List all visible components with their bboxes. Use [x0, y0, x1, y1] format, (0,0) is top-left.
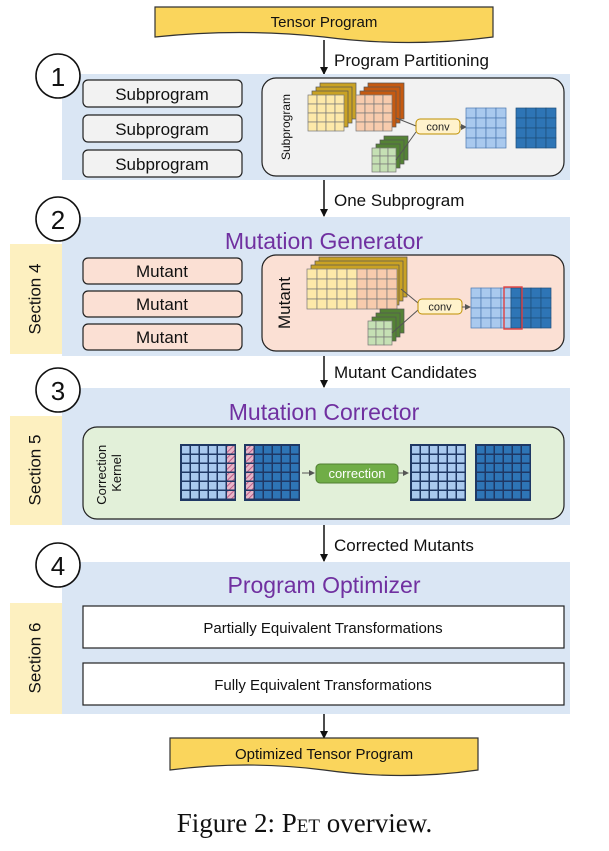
section-4-label: Section 4 [25, 264, 44, 335]
mutant-box [82, 290, 243, 318]
partially-equivalent-box [82, 605, 565, 649]
arrow-label-one-subprogram: One Subprogram [334, 191, 464, 210]
corrector-input-dark [244, 444, 300, 501]
stage-1-program-partitioning: 1 Subprogram Subprogram Subprogram Subpr… [35, 53, 570, 180]
arrow-label-program-partitioning: Program Partitioning [334, 51, 489, 70]
partially-equivalent-label: Partially Equivalent Transformations [203, 620, 442, 637]
fully-equivalent-label: Fully Equivalent Transformations [214, 677, 432, 694]
stage-4-program-optimizer: Section 6 4 Program Optimizer Partially … [10, 542, 570, 714]
figure-caption: Figure 2: Pet overview. [176, 808, 433, 838]
mutant-list: Mutant Mutant Mutant [82, 257, 243, 351]
stage-4-number: 4 [51, 551, 65, 581]
arrow-program-partitioning: Program Partitioning [320, 40, 489, 75]
subprogram-box [82, 79, 243, 108]
arrow-label-corrected-mutants: Corrected Mutants [334, 536, 474, 555]
green-bias-tensor [371, 135, 409, 173]
subprogram-label: Subprogram [115, 85, 209, 104]
pet-overview-diagram: Tensor Program Program Partitioning 1 Su… [10, 6, 570, 777]
mutant-box [82, 257, 243, 285]
arrow-label-mutant-candidates: Mutant Candidates [334, 363, 477, 382]
arrow-one-subprogram: One Subprogram [320, 180, 464, 217]
stage-2-number: 2 [51, 205, 65, 235]
corrected-output-light [410, 444, 466, 501]
output-program-node: Optimized Tensor Program [169, 737, 479, 777]
mutant-bias-tensor-front [367, 320, 393, 346]
correction-kernel-label: Correction Kernel [94, 441, 124, 505]
corrector-input-light [180, 444, 236, 501]
subprogram-panel-label: Subprogram [279, 94, 293, 160]
subprogram-graph: conv [307, 82, 557, 173]
correction-graph: correction [180, 444, 531, 501]
orange-weight-tensor-front [355, 94, 393, 132]
green-bias-tensor-front [371, 147, 397, 173]
mutant-panel-label: Mutant [275, 277, 294, 329]
stage-2-number-badge: 2 [35, 196, 81, 242]
pet-name: Pet [281, 808, 320, 838]
merged-input-yellow [306, 268, 358, 310]
mutant-label: Mutant [136, 328, 188, 347]
section-4-tag [10, 244, 62, 354]
subprogram-detail-panel: Subprogram conv [261, 77, 565, 177]
subprogram-box [82, 114, 243, 143]
program-optimizer-title: Program Optimizer [228, 572, 421, 598]
mutant-output-highlight [503, 286, 523, 330]
stage-2-mutation-generator: Section 4 2 Mutation Generator Mutant Mu… [10, 196, 570, 356]
input-program-label: Tensor Program [271, 14, 378, 31]
input-program-node: Tensor Program [154, 6, 494, 44]
yellow-input-tensor [307, 82, 357, 132]
dark-output-tensor [515, 107, 557, 149]
edge-bias-conv [395, 131, 417, 161]
mutation-generator-title: Mutation Generator [225, 228, 424, 254]
mutant-output-dark [510, 287, 552, 329]
stage-1-number-badge: 1 [35, 53, 81, 99]
section-6-label: Section 6 [25, 623, 44, 694]
merged-input-orange [356, 268, 398, 310]
arrow-corrected-mutants: Corrected Mutants [320, 525, 474, 562]
mutant-conv-op: conv [417, 298, 463, 315]
mutant-box [82, 323, 243, 351]
light-output-tensor [465, 107, 507, 149]
mutation-corrector-title: Mutation Corrector [229, 399, 420, 425]
conv-op-label: conv [426, 122, 450, 134]
mutant-conv-op-label: conv [428, 302, 452, 314]
mutant-graph: conv [306, 256, 552, 346]
correction-op: correction [315, 463, 399, 484]
conv-op: conv [415, 118, 461, 135]
stage-3-number-badge: 3 [35, 367, 81, 413]
correction-op-label: correction [328, 466, 385, 481]
stage-3-mutation-corrector: Section 5 3 Mutation Corrector Correctio… [10, 367, 570, 525]
mutant-label: Mutant [136, 262, 188, 281]
output-program-label: Optimized Tensor Program [235, 746, 413, 763]
subprogram-box [82, 149, 243, 178]
subprogram-label: Subprogram [115, 120, 209, 139]
mutant-output-light [470, 287, 512, 329]
stage-3-number: 3 [51, 376, 65, 406]
correction-kernel-panel: Correction Kernel correction [82, 426, 565, 520]
fully-equivalent-box [82, 662, 565, 706]
stage-1-number: 1 [51, 62, 65, 92]
yellow-input-tensor-front [307, 94, 345, 132]
corrected-output-dark [475, 444, 531, 501]
section-6-tag [10, 603, 62, 714]
edge-mutant-bias-conv [391, 309, 419, 334]
mutant-bias-tensor [367, 308, 405, 346]
arrow-mutant-candidates: Mutant Candidates [320, 356, 477, 388]
merged-input-tensor [306, 256, 408, 310]
mutant-label: Mutant [136, 295, 188, 314]
edge-merged-conv [400, 288, 419, 304]
stage-4-number-badge: 4 [35, 542, 81, 588]
mutant-detail-panel: Mutant conv [261, 254, 565, 352]
edge-weight-conv [395, 117, 417, 127]
section-5-label: Section 5 [25, 435, 44, 506]
section-5-tag [10, 416, 62, 525]
subprogram-list: Subprogram Subprogram Subprogram [82, 79, 243, 178]
orange-weight-tensor [355, 82, 405, 132]
subprogram-label: Subprogram [115, 155, 209, 174]
